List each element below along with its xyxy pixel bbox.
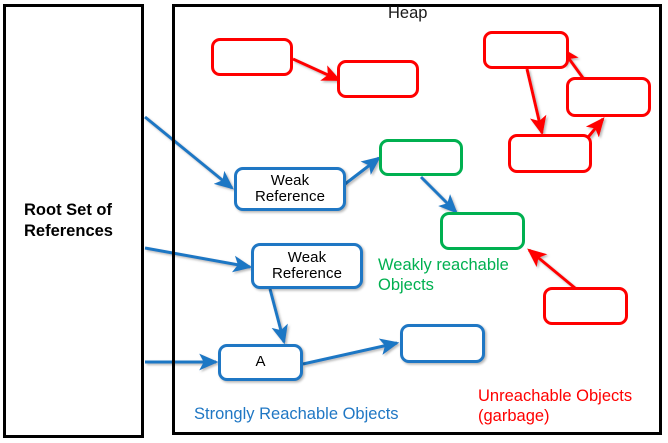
blue-empty-object[interactable] bbox=[400, 324, 485, 363]
arrow-root-to-weakref1 bbox=[144, 115, 234, 190]
red-object-4[interactable] bbox=[566, 77, 651, 117]
weak-reference-node-2-label: Weak Reference bbox=[271, 248, 343, 282]
weak-reference-node-1[interactable]: Weak Reference bbox=[234, 167, 346, 211]
red-object-3[interactable] bbox=[483, 31, 569, 69]
strongly-reachable-caption: Strongly Reachable Objects bbox=[194, 405, 399, 423]
red-object-6[interactable] bbox=[543, 287, 628, 325]
red-object-2[interactable] bbox=[337, 60, 419, 98]
arrow-weakref1-to-green1 bbox=[344, 156, 381, 186]
unreachable-caption: Unreachable Objects (garbage) bbox=[478, 387, 633, 426]
heap-title: Heap bbox=[388, 4, 428, 22]
red-object-1[interactable] bbox=[211, 38, 293, 76]
arrow-red1-to-red2 bbox=[292, 57, 342, 82]
arrow-green1-to-green2 bbox=[419, 175, 458, 214]
arrow-red3-to-red5 bbox=[525, 68, 547, 136]
green-object-2[interactable] bbox=[440, 212, 525, 250]
weak-reference-node-1-label: Weak Reference bbox=[254, 171, 326, 205]
heap-frame bbox=[172, 4, 662, 435]
weakly-reachable-caption: Weakly reachable Objects bbox=[378, 256, 509, 295]
root-set-label: Root Set of References bbox=[24, 201, 113, 240]
arrow-red6-to-green2 bbox=[527, 248, 576, 290]
arrow-root-to-weakref2 bbox=[144, 246, 253, 273]
root-set-frame bbox=[3, 4, 144, 438]
blue-arrows bbox=[144, 115, 458, 371]
object-a-node[interactable]: A bbox=[218, 344, 303, 381]
object-a-node-label: A bbox=[255, 353, 266, 371]
weak-reference-node-2[interactable]: Weak Reference bbox=[251, 243, 363, 289]
arrow-objecta-to-blueempty bbox=[302, 338, 400, 366]
green-object-1[interactable] bbox=[379, 139, 463, 176]
arrow-weakref2-to-objecta bbox=[268, 288, 288, 345]
red-object-5[interactable] bbox=[508, 134, 592, 173]
